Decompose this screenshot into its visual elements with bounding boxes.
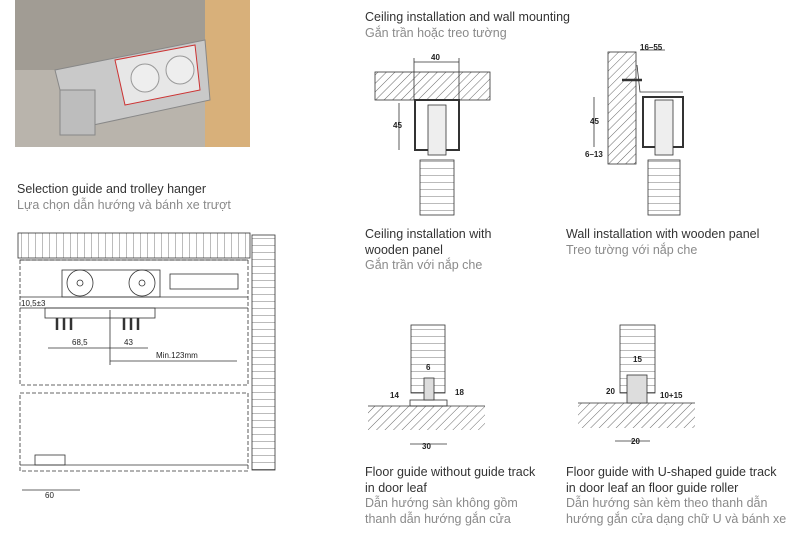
floor-no-track-caption: Floor guide without guide track in door …	[365, 465, 535, 527]
ceiling-mount-drawing	[374, 58, 491, 216]
wall-panel-caption: Wall installation with wooden panel Treo…	[566, 227, 759, 258]
dim-ceiling-width: 40	[431, 53, 440, 62]
u-track-floor-guide-drawing	[578, 324, 695, 442]
product-photo	[15, 0, 250, 147]
floor-guide-drawing	[368, 324, 485, 445]
dim-u-base: 20	[631, 437, 640, 446]
trolley-hanger-drawing	[17, 232, 276, 491]
dim-30: 30	[422, 442, 431, 451]
dim-14: 14	[390, 391, 399, 400]
selection-title: Selection guide and trolley hanger	[17, 182, 207, 196]
wall-mount-drawing	[593, 49, 684, 216]
floor-no-track-title-1: Floor guide without guide track	[365, 465, 536, 479]
wall-panel-subtitle: Treo tường với nắp che	[566, 242, 698, 257]
floor-u-track-title-1: Floor guide with U-shaped guide track	[566, 465, 777, 479]
dim-68-5: 68,5	[72, 338, 88, 347]
selection-caption: Selection guide and trolley hanger Lựa c…	[17, 182, 231, 213]
dim-wall-height: 45	[590, 117, 599, 126]
ceiling-panel-caption: Ceiling installation with wooden panel G…	[365, 227, 491, 274]
dim-slot: 6	[426, 363, 431, 372]
floor-no-track-title-2: in door leaf	[365, 480, 427, 495]
ceiling-wall-caption: Ceiling installation and wall mounting G…	[365, 10, 570, 41]
dim-gap: 10,5±3	[21, 299, 46, 308]
floor-no-track-sub-2: thanh dẫn hướng gắn cửa	[365, 511, 511, 526]
dim-wall-offset: 16–55	[640, 43, 663, 52]
ceiling-panel-title-2: wooden panel	[365, 242, 443, 257]
dim-min: Min.123mm	[156, 351, 198, 360]
floor-u-track-caption: Floor guide with U-shaped guide track in…	[566, 465, 786, 527]
dim-track: 15	[633, 355, 642, 364]
dim-u-height: 20	[606, 387, 615, 396]
dim-18: 18	[455, 388, 464, 397]
dim-wall-gap: 6–13	[585, 150, 603, 159]
selection-subtitle: Lựa chọn dẫn hướng và bánh xe trượt	[17, 197, 231, 212]
dim-43: 43	[124, 338, 133, 347]
floor-u-track-sub-1: Dẫn hướng sàn kèm theo thanh dẫn	[566, 496, 768, 510]
ceiling-panel-subtitle: Gắn trần với nắp che	[365, 258, 483, 272]
dim-60: 60	[45, 491, 54, 500]
wall-panel-title: Wall installation with wooden panel	[566, 227, 760, 241]
floor-no-track-sub-1: Dẫn hướng sàn không gồm	[365, 496, 518, 510]
floor-u-track-title-2: in door leaf an floor guide roller	[566, 480, 739, 495]
dim-adjust: 10+15	[660, 391, 683, 400]
floor-u-track-sub-2: hướng gắn cửa dạng chữ U và bánh xe	[566, 511, 787, 526]
ceiling-wall-title: Ceiling installation and wall mounting	[365, 10, 570, 24]
ceiling-wall-subtitle: Gắn trần hoặc treo tường	[365, 25, 507, 40]
dim-ceiling-height: 45	[393, 121, 402, 130]
ceiling-panel-title-1: Ceiling installation with	[365, 227, 492, 241]
